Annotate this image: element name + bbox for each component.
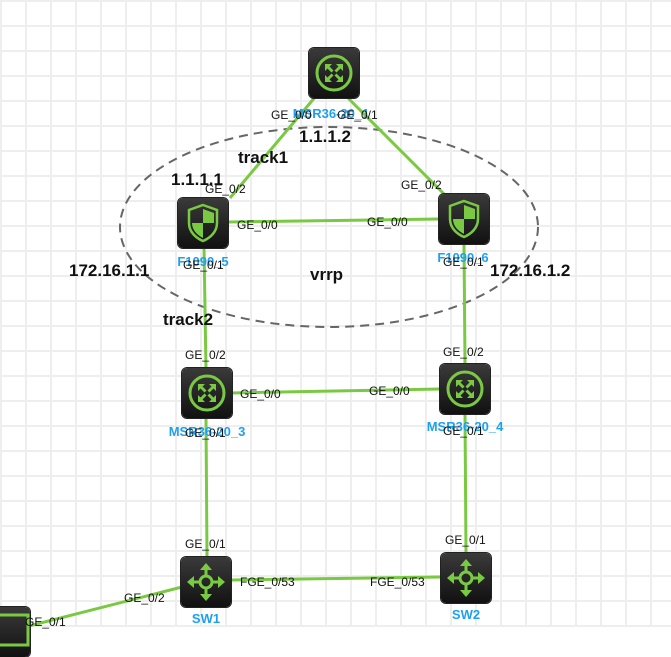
link-msr3-sw1[interactable]	[204, 418, 209, 558]
port-label: GE_0/2	[401, 178, 442, 192]
router-msr36-20-3[interactable]	[182, 368, 232, 418]
switch-icon	[187, 563, 225, 601]
port-label: GE_0/0	[240, 387, 281, 401]
port-label: GE_0/0	[237, 218, 278, 232]
annotation-msr1-ip: 1.1.1.2	[299, 127, 351, 146]
port-label: GE_0/2	[443, 345, 484, 359]
annotation-track2: track2	[163, 310, 214, 329]
port-label: GE_0/1	[185, 426, 226, 440]
background-grid	[0, 0, 671, 627]
port-label: GE_0/0	[369, 384, 410, 398]
annotation-track1: track1	[238, 148, 289, 167]
device-name: SW1	[191, 611, 221, 626]
annotation-fw6-vip: 172.16.1.2	[490, 261, 571, 280]
port-label: GE_0/0	[271, 108, 312, 122]
link-sw1-edge[interactable]	[24, 585, 183, 627]
switch-sw1[interactable]	[181, 557, 231, 607]
device-name: MSR36-20_4	[426, 419, 504, 434]
port-label: GE_0/0	[367, 215, 408, 229]
device-name: SW2	[451, 607, 481, 622]
device-name: MSR36-20_3	[168, 424, 246, 439]
link-msr3-msr4[interactable]	[230, 387, 441, 395]
link-msr1-fw6[interactable]	[344, 94, 448, 198]
switch-sw2[interactable]	[441, 553, 491, 603]
link-fw5-msr3[interactable]	[202, 246, 208, 370]
annotation-vrrp: vrrp	[310, 265, 344, 284]
link-fw5-fw6[interactable]	[228, 217, 440, 224]
device-name: F1090_6	[437, 250, 489, 265]
device-name: F1090_5	[177, 254, 229, 269]
shield-icon	[187, 203, 219, 243]
shield-icon	[448, 199, 480, 239]
port-label: FGE_0/53	[240, 575, 295, 589]
port-label: GE_0/1	[445, 533, 486, 547]
port-label: GE_0/1	[443, 255, 484, 269]
port-label: GE_0/1	[183, 258, 224, 272]
annotation-fw5-vip: 172.16.1.1	[69, 261, 150, 280]
vrrp-group-ellipse	[119, 126, 539, 328]
switch-icon	[447, 559, 485, 597]
firewall-f1090-6[interactable]	[439, 194, 489, 244]
device-name: MSR36-20_1	[292, 106, 370, 121]
port-label: GE_0/1	[443, 424, 484, 438]
port-label: FGE_0/53	[370, 575, 425, 589]
annotation-fw5-ip: 1.1.1.1	[171, 170, 223, 189]
router-msr36-20-1[interactable]	[309, 48, 359, 98]
link-fw6-msr4[interactable]	[462, 243, 467, 365]
links-layer	[24, 94, 539, 627]
router-icon	[315, 54, 353, 92]
link-msr1-fw5[interactable]	[228, 95, 318, 199]
port-label: GE_0/2	[124, 591, 165, 605]
link-msr4-sw2[interactable]	[463, 413, 468, 554]
port-label: GE_0/2	[185, 348, 226, 362]
port-label: GE_0/1	[337, 108, 378, 122]
port-label: GE_0/1	[185, 537, 226, 551]
router-icon	[446, 370, 484, 408]
firewall-f1090-5[interactable]	[178, 198, 228, 248]
router-icon	[188, 374, 226, 412]
port-label: GE_0/2	[205, 182, 246, 196]
port-label: GE_0/1	[25, 615, 66, 629]
link-sw1-sw2[interactable]	[231, 575, 442, 582]
router-msr36-20-4[interactable]	[440, 364, 490, 414]
